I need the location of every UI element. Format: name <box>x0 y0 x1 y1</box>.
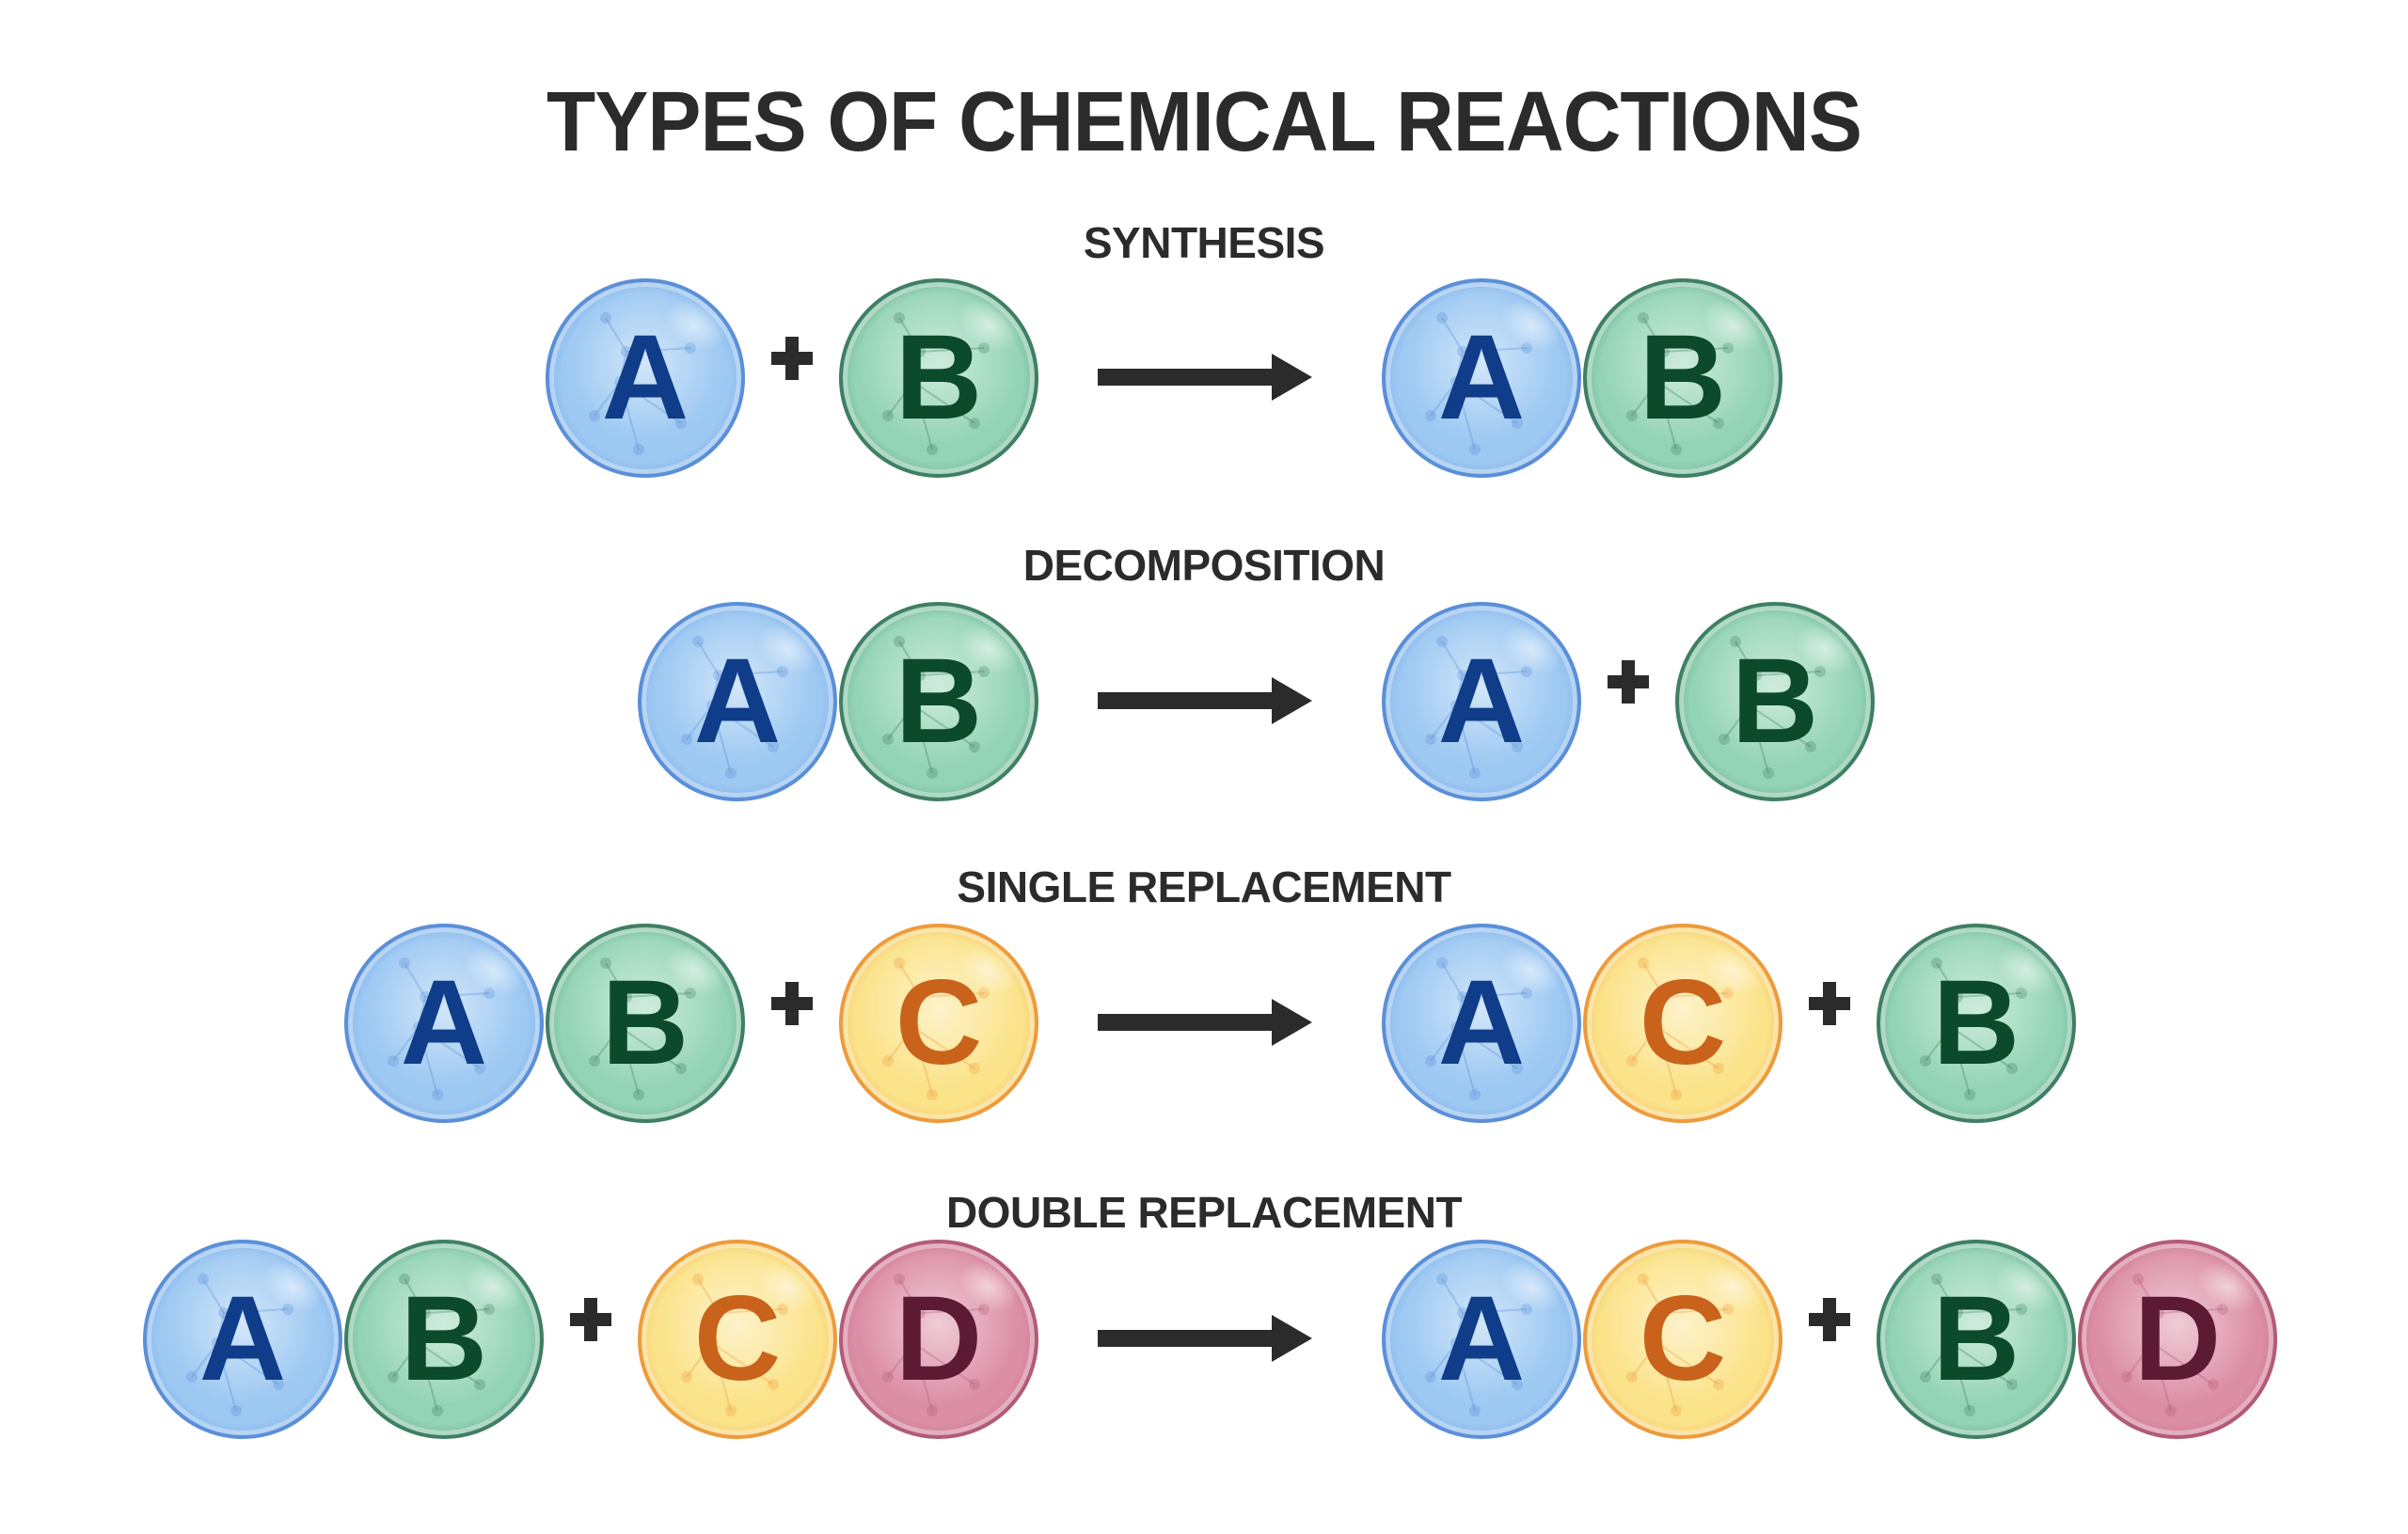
molecule-sphere-b: B <box>839 602 1038 801</box>
molecule-letter: B <box>1932 956 2020 1090</box>
right-arrow-icon <box>1098 999 1312 1046</box>
molecule-letter: B <box>895 310 983 445</box>
molecule-sphere-a: A <box>638 602 837 801</box>
molecule-letter: B <box>895 634 983 768</box>
molecule-letter: C <box>895 956 983 1090</box>
molecule-letter: A <box>400 956 488 1090</box>
molecule-network-icon <box>681 636 788 779</box>
molecule-letter: C <box>1639 956 1727 1090</box>
molecule-letter: B <box>1731 634 1819 768</box>
plus-icon <box>1809 1298 1850 1341</box>
molecule-network-icon <box>2121 1273 2228 1416</box>
reaction-label-synthesis: SYNTHESIS <box>1083 218 1325 267</box>
plus-icon <box>771 337 813 380</box>
molecule-letter: B <box>1932 1272 2020 1406</box>
molecule-sphere-b: B <box>1675 602 1875 801</box>
molecule-sphere-a: A <box>1382 924 1581 1123</box>
molecule-sphere-b: B <box>839 278 1038 478</box>
molecule-sphere-c: C <box>839 924 1038 1123</box>
molecule-sphere-a: A <box>1382 1240 1581 1439</box>
right-arrow-icon <box>1098 354 1312 401</box>
molecule-sphere-b: B <box>1877 924 2076 1123</box>
plus-icon <box>771 982 813 1025</box>
molecule-network-icon <box>1425 1273 1532 1416</box>
molecule-network-icon <box>1626 957 1734 1100</box>
molecule-letter: A <box>1437 310 1526 445</box>
molecule-sphere-a: A <box>546 278 745 478</box>
plus-icon <box>570 1298 611 1341</box>
molecule-sphere-b: B <box>546 924 745 1123</box>
molecule-letter: B <box>601 956 689 1090</box>
molecule-sphere-c: C <box>638 1240 837 1439</box>
molecule-network-icon <box>388 1273 495 1416</box>
molecule-network-icon <box>882 312 990 455</box>
molecule-letter: B <box>1639 310 1727 445</box>
molecule-network-icon <box>681 1273 788 1416</box>
right-arrow-icon <box>1098 677 1312 724</box>
page-title: TYPES OF CHEMICAL REACTIONS <box>547 75 1862 169</box>
molecule-network-icon <box>1425 636 1532 779</box>
molecule-letter: B <box>400 1272 488 1406</box>
reaction-label-decomposition: DECOMPOSITION <box>1022 541 1386 590</box>
molecule-letter: A <box>693 634 782 768</box>
molecule-network-icon <box>1626 312 1734 455</box>
molecule-letter: A <box>601 310 689 445</box>
reaction-label-double-replacement: DOUBLE REPLACEMENT <box>945 1188 1463 1237</box>
molecule-sphere-a: A <box>1382 278 1581 478</box>
molecule-network-icon <box>1920 957 2027 1100</box>
molecule-sphere-d: D <box>2078 1240 2277 1439</box>
molecule-sphere-d: D <box>839 1240 1038 1439</box>
molecule-network-icon <box>388 957 495 1100</box>
plus-icon <box>1809 982 1850 1025</box>
molecule-letter: A <box>1437 634 1526 768</box>
plus-icon <box>1608 660 1649 704</box>
molecule-sphere-b: B <box>1583 278 1782 478</box>
molecule-sphere-c: C <box>1583 924 1782 1123</box>
molecule-network-icon <box>186 1273 293 1416</box>
reaction-label-single-replacement: SINGLE REPLACEMENT <box>957 862 1451 911</box>
molecule-network-icon <box>1920 1273 2027 1416</box>
molecule-sphere-a: A <box>143 1240 342 1439</box>
molecule-sphere-b: B <box>344 1240 544 1439</box>
molecule-sphere-c: C <box>1583 1240 1782 1439</box>
molecule-letter: D <box>895 1272 983 1406</box>
molecule-sphere-a: A <box>1382 602 1581 801</box>
molecule-letter: C <box>1639 1272 1727 1406</box>
right-arrow-icon <box>1098 1315 1312 1362</box>
molecule-sphere-a: A <box>344 924 544 1123</box>
molecule-letter: D <box>2133 1272 2222 1406</box>
molecule-letter: A <box>198 1272 287 1406</box>
molecule-letter: A <box>1437 1272 1526 1406</box>
molecule-letter: A <box>1437 956 1526 1090</box>
molecule-sphere-b: B <box>1877 1240 2076 1439</box>
molecule-letter: C <box>693 1272 782 1406</box>
